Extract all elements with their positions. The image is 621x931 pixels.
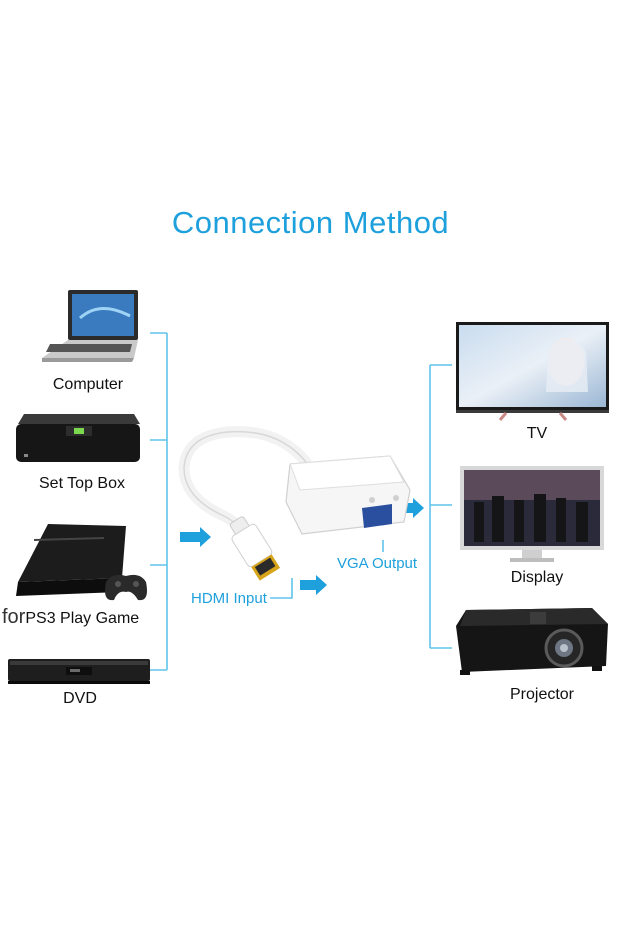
arrow-right-icon bbox=[300, 575, 327, 595]
hdmi-input-label: HDMI Input bbox=[191, 590, 267, 607]
ps3-icon bbox=[16, 524, 147, 601]
vga-box bbox=[285, 455, 411, 535]
gamepad-icon bbox=[105, 574, 147, 601]
source-label-computer: Computer bbox=[52, 376, 124, 393]
output-label-display: Display bbox=[510, 569, 564, 586]
hdmi-vga-adapter-icon bbox=[178, 426, 411, 581]
projector-icon bbox=[456, 608, 608, 675]
arrow-right-icon bbox=[180, 527, 211, 547]
set-top-box-icon bbox=[16, 414, 140, 462]
dvd-player-icon bbox=[8, 659, 150, 684]
source-label-set-top-box: Set Top Box bbox=[39, 475, 125, 492]
label-prefix: for bbox=[2, 606, 26, 628]
source-label-dvd: DVD bbox=[63, 690, 97, 707]
tv-icon bbox=[456, 322, 609, 421]
output-label-tv: TV bbox=[526, 425, 548, 442]
diagram-title: Connection Method bbox=[171, 205, 450, 240]
flow-arrows bbox=[180, 498, 424, 595]
vga-output-label: VGA Output bbox=[337, 555, 418, 572]
monitor-icon bbox=[460, 466, 604, 562]
source-label-ps3: forPS3 Play Game bbox=[2, 606, 140, 628]
hdmi-plug bbox=[229, 516, 281, 581]
output-label-projector: Projector bbox=[509, 686, 575, 703]
laptop-icon bbox=[42, 290, 138, 362]
